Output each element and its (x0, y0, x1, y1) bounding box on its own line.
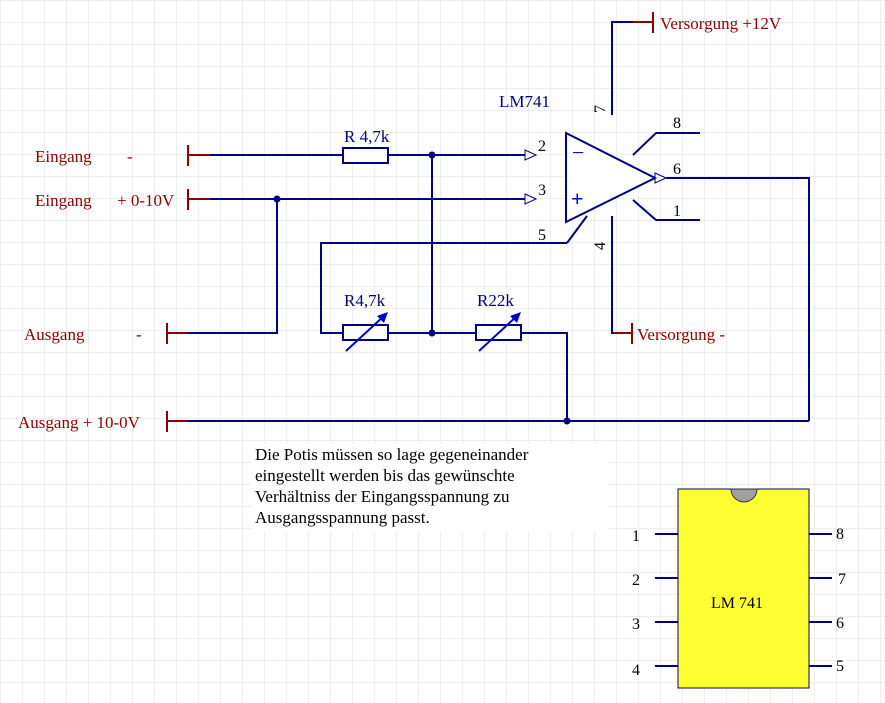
opamp-lm741: − + LM741 (499, 92, 658, 224)
dip-chip: LM 741 1 2 3 4 8 7 6 5 (632, 488, 846, 689)
pin-label-3: 3 (538, 182, 546, 199)
chip-pin-label: 6 (836, 615, 844, 632)
label-input-negative: Eingang (35, 147, 92, 166)
chip-pin-label: 3 (632, 616, 640, 633)
pin-label-7: 7 (592, 105, 609, 113)
wire-pin8 (632, 132, 700, 156)
potentiometer-a: R4,7k (342, 291, 389, 352)
label-output-positive: Ausgang + 10-0V (18, 413, 141, 432)
label-input-positive: Eingang (35, 191, 92, 210)
resistor-body (342, 147, 389, 164)
chip-body (677, 488, 810, 689)
wire-output (666, 177, 810, 421)
chip-pin-label: 1 (632, 528, 640, 545)
label-pot-a: R4,7k (344, 291, 386, 310)
input-positive: Eingang + 0-10V (35, 189, 525, 210)
chip-pin-label: 7 (838, 571, 846, 588)
chip-pin-label: 4 (632, 662, 640, 679)
label-supply-positive: Versorgung +12V (660, 14, 782, 33)
label-chip: LM 741 (711, 595, 763, 612)
label-input-negative-sign: - (127, 147, 133, 166)
label-supply-negative: Versorgung - (637, 325, 725, 344)
potentiometer-b: R22k (475, 291, 522, 352)
resistor-fixed: R 4,7k (342, 127, 390, 164)
pin-arrow (524, 193, 538, 205)
pin-label-2: 2 (538, 138, 546, 155)
label-output-negative: Ausgang (24, 325, 85, 344)
pin-label-4: 4 (592, 242, 609, 250)
opamp-plus-sign: + (571, 186, 584, 211)
pot-arrow (377, 312, 388, 323)
output-negative: Ausgang - (24, 195, 281, 344)
pin-label-1: 1 (673, 203, 681, 220)
label-output-negative-sign: - (136, 325, 142, 344)
chip-pin-label: 5 (836, 658, 844, 675)
pin-arrow (524, 149, 538, 161)
wire-pin4 (611, 216, 614, 334)
input-negative: Eingang - (35, 145, 343, 166)
junction (428, 329, 436, 337)
supply-positive: Versorgung +12V (611, 12, 782, 115)
supply-negative: Versorgung - (611, 216, 725, 344)
wire-pin1 (632, 199, 700, 221)
label-pot-b: R22k (477, 291, 514, 310)
pin-label-5: 5 (538, 227, 546, 244)
wire-pin5 (320, 242, 567, 334)
chip-pin-label: 8 (836, 526, 844, 543)
pot-arrow (510, 312, 521, 323)
note-text: Die Potis müssen so lage gegeneinander e… (251, 444, 609, 532)
junction (428, 151, 436, 159)
junction (563, 417, 571, 425)
opamp-body (565, 131, 658, 224)
label-resistor-fixed: R 4,7k (344, 127, 390, 146)
pin-label-6: 6 (673, 161, 681, 178)
opamp-minus-sign: − (572, 140, 584, 165)
junction (273, 195, 281, 203)
output-positive: Ausgang + 10-0V (18, 411, 809, 432)
wire-pin7 (611, 21, 633, 115)
chip-notch (730, 488, 758, 503)
pin-label-8: 8 (673, 115, 681, 132)
label-opamp: LM741 (499, 92, 550, 111)
chip-pin-label: 2 (632, 572, 640, 589)
label-input-positive-range: + 0-10V (117, 191, 175, 210)
